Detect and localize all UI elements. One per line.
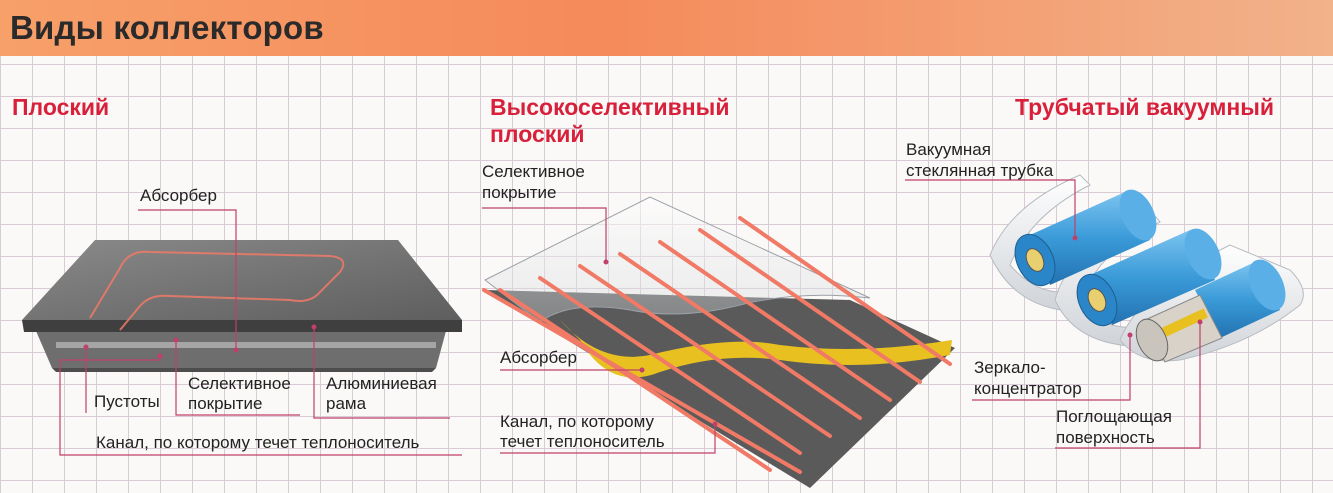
label-surface-2: поверхность bbox=[1056, 428, 1155, 447]
label-hs-channel-2: течет теплоноситель bbox=[500, 432, 665, 451]
leader-flat-frame bbox=[313, 327, 450, 419]
flat-channel-pipe bbox=[89, 250, 345, 331]
leader-flat-selective bbox=[175, 340, 300, 416]
leader-hs-coating bbox=[482, 207, 607, 262]
flat-frame-base bbox=[36, 331, 446, 368]
vacuum-tube-3 bbox=[1135, 259, 1286, 363]
label-flat-channel: Канал, по которому течет теплоноситель bbox=[96, 433, 420, 452]
flat-inner-shelf bbox=[56, 342, 436, 348]
label-tube-2: стеклянная трубка bbox=[906, 161, 1054, 180]
page-title: Виды коллекторов bbox=[10, 9, 324, 46]
high-selective-title-line2: плоский bbox=[490, 121, 585, 147]
mirror-trough-1 bbox=[989, 174, 1102, 312]
tubular-drawing bbox=[905, 174, 1304, 449]
hs-absorber-base bbox=[485, 290, 955, 488]
leader-flat-absorber bbox=[138, 209, 237, 350]
vacuum-tube-1 bbox=[1014, 189, 1157, 287]
vacuum-tube-2 bbox=[1076, 228, 1222, 327]
label-surface-1: Поглощающая bbox=[1056, 407, 1172, 426]
leader-mirror bbox=[972, 335, 1131, 401]
flat-absorber-plate bbox=[22, 240, 462, 320]
label-hs-coating-2: покрытие bbox=[482, 183, 557, 202]
tubular-section-title: Трубчатый вакуумный bbox=[1015, 94, 1275, 120]
label-flat-selective-2: покрытие bbox=[188, 394, 263, 413]
label-hs-absorber: Абсорбер bbox=[500, 348, 577, 367]
high-selective-drawing bbox=[482, 196, 955, 488]
hs-channel-pipes bbox=[482, 216, 952, 474]
label-hs-channel-1: Канал, по которому bbox=[500, 412, 654, 431]
flat-top-edge bbox=[22, 320, 462, 332]
label-hs-coating-1: Селективное bbox=[482, 162, 585, 181]
header-banner: Виды коллекторов bbox=[0, 0, 1333, 56]
label-flat-frame-2: рама bbox=[326, 394, 367, 413]
leader-hs-channel bbox=[500, 424, 716, 454]
label-flat-absorber: Абсорбер bbox=[140, 186, 217, 205]
leader-surface bbox=[1055, 322, 1201, 449]
hs-selective-coating bbox=[484, 196, 871, 323]
label-mirror-2: концентратор bbox=[974, 379, 1082, 398]
leader-tube bbox=[905, 179, 1076, 238]
label-flat-frame-1: Алюминиевая bbox=[326, 374, 437, 393]
flat-collector-drawing bbox=[22, 209, 462, 456]
flat-frame-bottom bbox=[52, 368, 436, 372]
label-mirror-1: Зеркало- bbox=[974, 358, 1046, 377]
leader-flat-channel bbox=[59, 356, 462, 456]
label-flat-voids: Пустоты bbox=[94, 392, 160, 411]
label-tube-1: Вакуумная bbox=[906, 140, 991, 159]
label-flat-selective-1: Селективное bbox=[188, 374, 291, 393]
flat-section-title: Плоский bbox=[12, 94, 110, 120]
high-selective-title-line1: Высокоселективный bbox=[490, 94, 730, 120]
